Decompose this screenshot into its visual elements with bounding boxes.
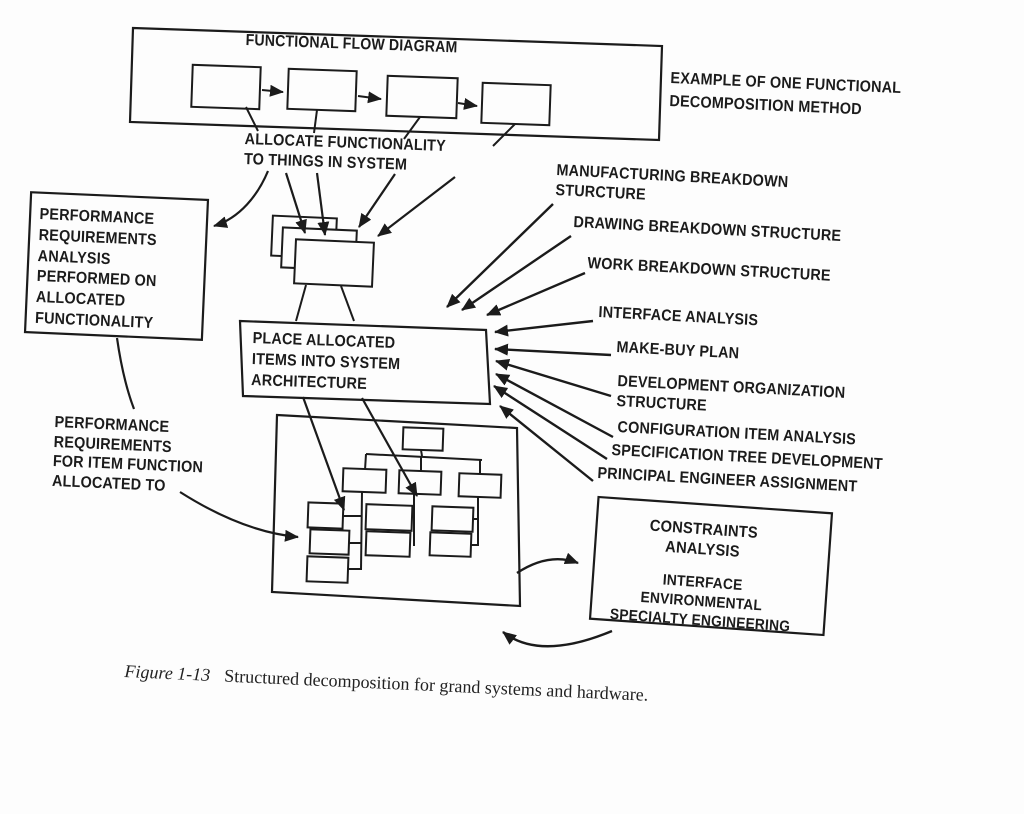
place-items-box bbox=[238, 319, 492, 406]
ffd-flow-arrows bbox=[261, 84, 478, 110]
figure-number: Figure 1-13 bbox=[124, 661, 211, 685]
constraints-box bbox=[588, 495, 834, 637]
performance-item-label: PERFORMANCE REQUIREMENTS FOR ITEM FUNCTI… bbox=[51, 413, 204, 495]
allocate-label: ALLOCATE FUNCTIONALITY TO THINGS IN SYST… bbox=[243, 130, 447, 175]
allocate-arrows bbox=[213, 170, 456, 237]
constraints-cycle-arrows bbox=[502, 552, 613, 648]
performance-link-line bbox=[115, 337, 136, 410]
performance-analysis-label: PERFORMANCE REQUIREMENTS ANALYSIS PERFOR… bbox=[34, 205, 158, 333]
architecture-tree bbox=[305, 426, 503, 584]
right-label-arrows bbox=[446, 203, 614, 482]
ffd-flow-boxes bbox=[190, 63, 552, 127]
ffd-allocation-ticks bbox=[245, 106, 516, 147]
place-items-label: PLACE ALLOCATED ITEMS INTO SYSTEM ARCHIT… bbox=[250, 329, 401, 393]
place-to-architecture-arrows bbox=[301, 396, 418, 511]
stack-to-place-lines bbox=[295, 284, 355, 322]
ffd-outer-box bbox=[128, 26, 664, 142]
perf-item-arrow bbox=[179, 491, 299, 542]
performance-analysis-box bbox=[23, 191, 210, 341]
